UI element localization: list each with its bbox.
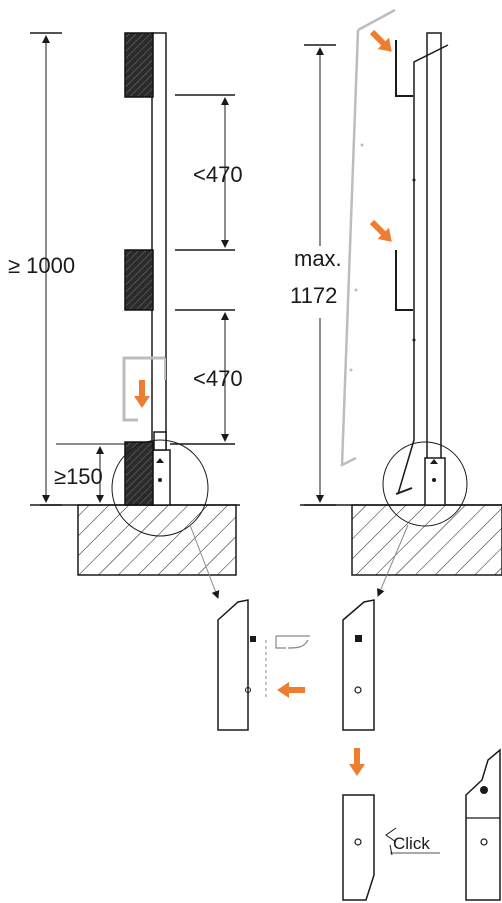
gap-lower-label: <470 — [193, 366, 243, 391]
orange-arrow-icon — [134, 380, 150, 408]
left-view: ≥ 1000 <470 <470 ≥150 — [8, 32, 243, 599]
post-right — [426, 32, 442, 506]
detail-circle-left — [111, 439, 209, 537]
orange-arrow-icon — [277, 682, 305, 698]
max-prefix-label: max. — [294, 246, 342, 271]
detail-step-1 — [217, 599, 310, 731]
floor-slab-left — [77, 504, 237, 576]
bottom-gap-label: ≥150 — [54, 464, 103, 489]
right-view: max. 1172 — [290, 8, 502, 597]
total-height-label: ≥ 1000 — [8, 253, 75, 278]
board-top-left — [124, 32, 154, 98]
detail-step-4 — [465, 748, 501, 901]
board-mid-left — [124, 249, 154, 311]
detail-step-2 — [342, 599, 375, 731]
orange-arrows — [134, 29, 392, 776]
click-label: Click — [393, 834, 430, 853]
orange-arrow-icon — [349, 748, 365, 776]
orange-arrow-icon — [369, 29, 392, 52]
detail-circle-right — [382, 441, 468, 527]
board-bottom-left — [124, 441, 154, 506]
orange-arrow-icon — [369, 219, 392, 242]
max-value-label: 1172 — [290, 283, 337, 308]
floor-slab-right — [351, 504, 502, 576]
gap-upper-label: <470 — [193, 162, 243, 187]
detail-step-3: Click — [342, 794, 440, 901]
